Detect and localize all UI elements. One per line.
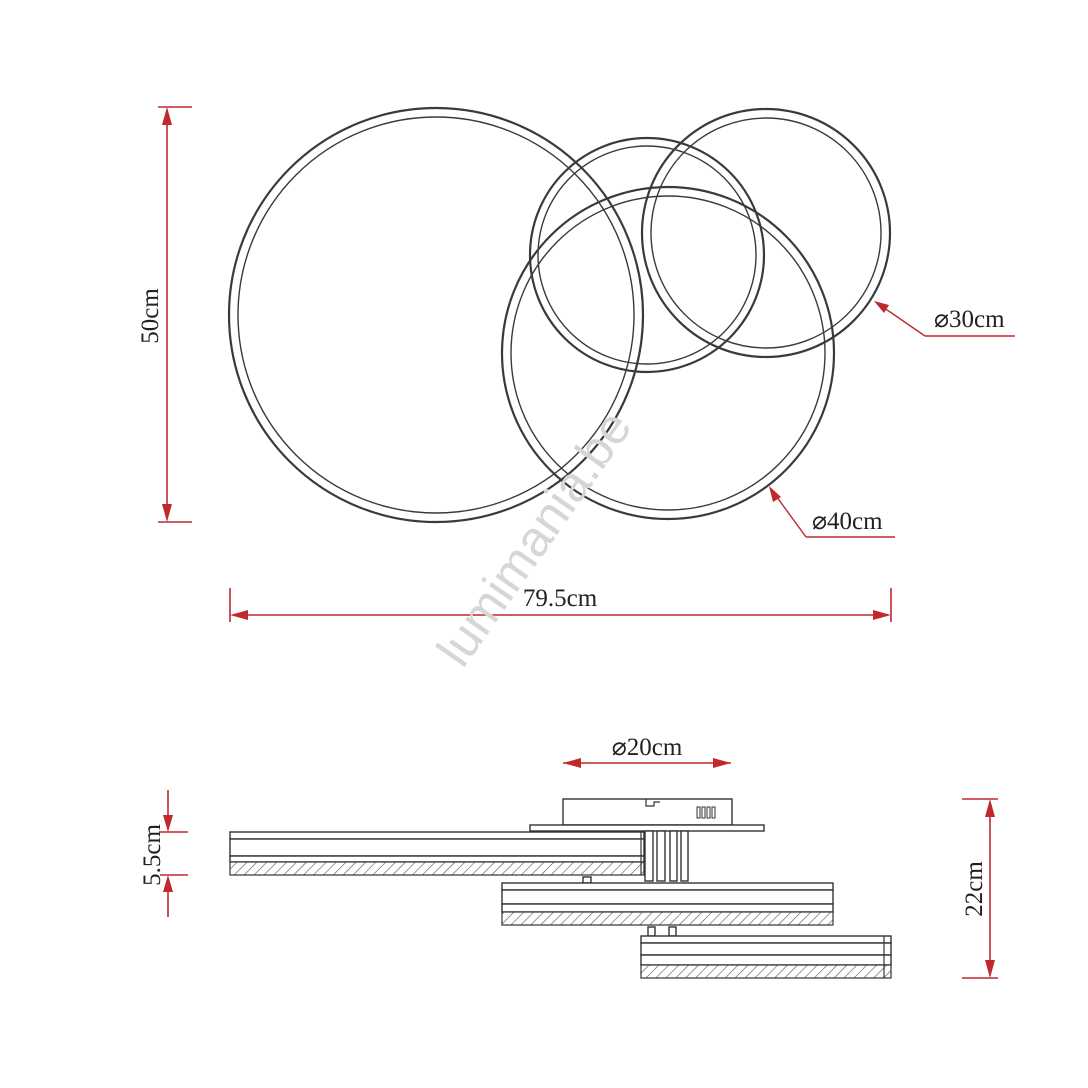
dimension-height-50cm: 50cm <box>137 106 192 523</box>
dimension-width-79-5cm: 79.5cm <box>229 585 892 622</box>
small-ring-label: ⌀30cm <box>934 306 1005 333</box>
base-label: ⌀20cm <box>612 734 683 761</box>
ring-large-left <box>227 106 645 524</box>
side-height-label: 22cm <box>961 861 988 917</box>
leader-40cm: ⌀40cm <box>769 486 895 538</box>
side-ring-3 <box>640 935 892 979</box>
leader-30cm: ⌀30cm <box>874 301 1015 337</box>
dimension-offset-5-5cm: 5.5cm <box>139 790 188 917</box>
top-view: 50cm 79.5cm ⌀30cm ⌀40cm <box>137 106 1015 622</box>
height-label: 50cm <box>137 288 164 344</box>
offset-label: 5.5cm <box>139 824 166 886</box>
large-ring-label: ⌀40cm <box>812 508 883 535</box>
connector-rods <box>582 830 689 937</box>
side-ring-2 <box>501 882 834 926</box>
side-ring-1 <box>229 831 645 876</box>
dimension-base-20cm: ⌀20cm <box>563 734 731 768</box>
watermark: lumimania.be <box>426 400 642 676</box>
side-view: ⌀20cm <box>139 734 998 979</box>
ceiling-base <box>529 798 765 832</box>
width-label: 79.5cm <box>523 585 598 612</box>
ring-40cm <box>500 185 836 521</box>
dimension-height-22cm: 22cm <box>961 798 998 979</box>
ring-medium-back <box>528 136 766 374</box>
ring-30cm <box>640 107 892 359</box>
